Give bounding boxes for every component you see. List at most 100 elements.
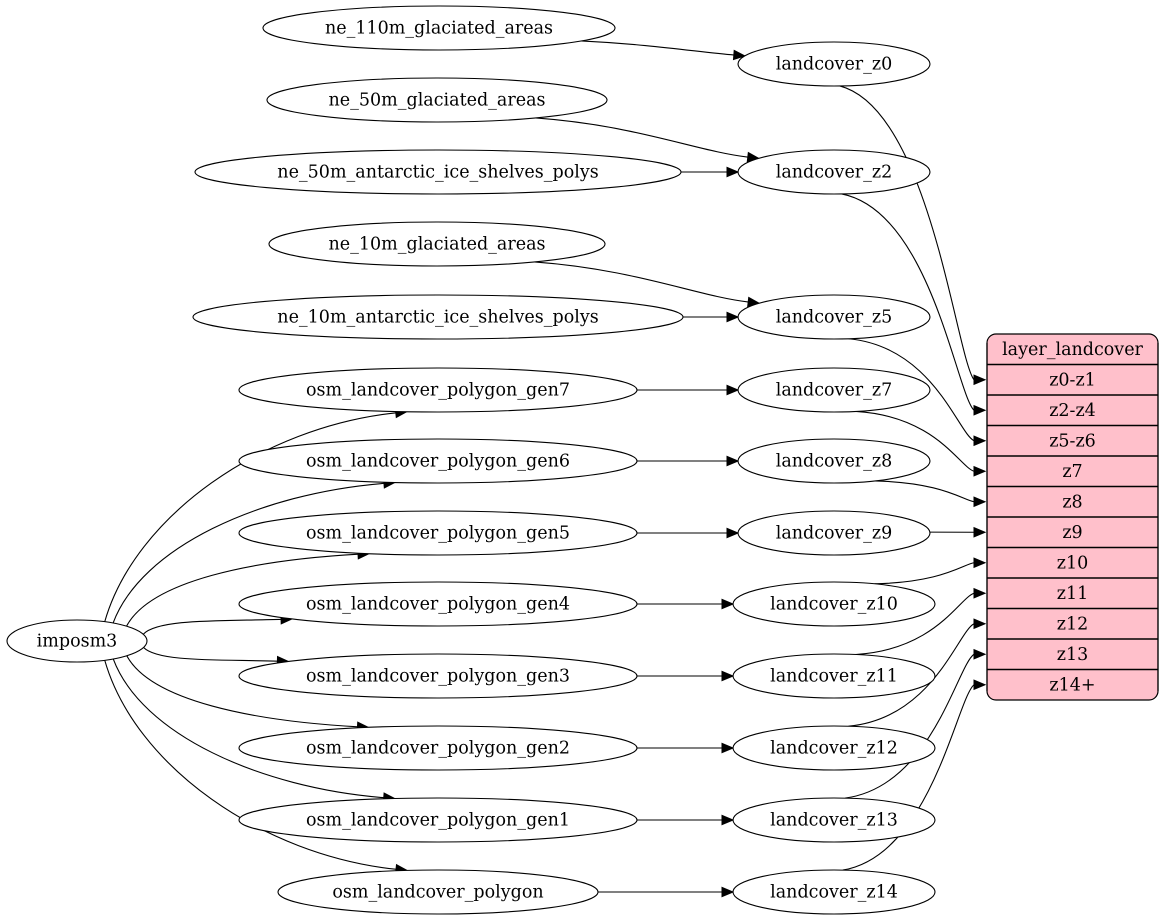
osm-source-node-osm_landcover_polygon_gen4[interactable]: osm_landcover_polygon_gen4 [238,581,638,627]
layer-table-row-z11[interactable]: z11 [1057,584,1089,604]
node-label: landcover_z10 [770,595,898,615]
node-shape [238,367,638,413]
layer-table-row-z12[interactable]: z12 [1057,614,1089,634]
edge-landcover_z2-to-z2-z4 [841,193,975,411]
layer-table-row-z9[interactable]: z9 [1062,523,1082,543]
edge-landcover_z14-to-z14+ [842,684,975,871]
node-shape [737,510,931,556]
edge-arrowhead [973,557,987,569]
landcover-node-landcover_z14[interactable]: landcover_z14 [732,869,936,915]
node-label: landcover_z12 [770,739,898,759]
natural-earth-node-ne_50m_antarctic_ice_shelves_polys[interactable]: ne_50m_antarctic_ice_shelves_polys [194,149,682,195]
layer-table-row-z5-z6[interactable]: z5-z6 [1049,431,1096,451]
osm-source-node-osm_landcover_polygon[interactable]: osm_landcover_polygon [277,869,599,915]
landcover-node-landcover_z5[interactable]: landcover_z5 [737,294,931,340]
osm-source-node-osm_landcover_polygon_gen3[interactable]: osm_landcover_polygon_gen3 [238,653,638,699]
edge-imposm3-to-osm_landcover_polygon_gen3 [143,647,278,662]
node-shape [732,797,936,843]
edge-arrowhead [721,814,735,826]
osm-source-node-osm_landcover_polygon_gen1[interactable]: osm_landcover_polygon_gen1 [238,797,638,843]
node-label: landcover_z11 [770,667,898,687]
edge-ne_110m_glaciated_areas-to-landcover_z0 [581,40,735,56]
edge-imposm3-to-osm_landcover_polygon [104,660,397,870]
layer-table-row-z8[interactable]: z8 [1062,492,1082,512]
edge-arrowhead [721,670,735,682]
node-shape [238,581,638,627]
node-label: osm_landcover_polygon_gen3 [306,667,570,687]
natural-earth-node-ne_110m_glaciated_areas[interactable]: ne_110m_glaciated_areas [262,5,616,51]
node-shape [266,77,608,123]
edge-arrowhead [726,527,740,539]
landcover-node-landcover_z13[interactable]: landcover_z13 [732,797,936,843]
node-label: landcover_z2 [776,163,893,183]
node-label: osm_landcover_polygon_gen5 [306,524,570,544]
layer-table-row-z2-z4[interactable]: z2-z4 [1049,401,1096,421]
layer-table-header: layer_landcover [1002,340,1143,360]
layer-table-row-z13[interactable]: z13 [1057,645,1089,665]
node-shape [732,725,936,771]
edge-arrowhead [973,679,987,691]
landcover-node-landcover_z8[interactable]: landcover_z8 [737,438,931,484]
node-label: ne_10m_glaciated_areas [329,235,546,255]
landcover-node-landcover_z10[interactable]: landcover_z10 [732,581,936,627]
edge-landcover_z12-to-z12 [848,623,975,727]
osm-source-node-osm_landcover_polygon_gen2[interactable]: osm_landcover_polygon_gen2 [238,725,638,771]
edge-imposm3-to-osm_landcover_polygon_gen2 [126,655,359,728]
node-label: landcover_z8 [776,452,893,472]
node-shape [737,367,931,413]
landcover-node-landcover_z7[interactable]: landcover_z7 [737,367,931,413]
edge-landcover_z0-to-z0-z1 [839,85,975,381]
node-shape [732,653,936,699]
osm-source-node-osm_landcover_polygon_gen6[interactable]: osm_landcover_polygon_gen6 [238,438,638,484]
node-label: osm_landcover_polygon_gen7 [306,381,570,401]
landcover-node-landcover_z2[interactable]: landcover_z2 [737,149,931,195]
landcover-node-landcover_z0[interactable]: landcover_z0 [737,41,931,87]
node-label: landcover_z5 [776,308,893,328]
source-node-imposm3[interactable]: imposm3 [6,619,148,663]
node-shape [238,438,638,484]
node-shape [732,869,936,915]
layer-table-row-z10[interactable]: z10 [1057,553,1089,573]
natural-earth-node-ne_50m_glaciated_areas[interactable]: ne_50m_glaciated_areas [266,77,608,123]
node-shape [192,294,684,340]
node-shape [737,41,931,87]
edge-landcover_z8-to-z8 [874,480,975,503]
edge-arrowhead [726,311,740,323]
node-label: osm_landcover_polygon_gen1 [306,811,570,831]
edge-arrowhead [721,598,735,610]
node-label: landcover_z9 [776,524,893,544]
edge-imposm3-to-osm_landcover_polygon_gen5 [126,553,359,627]
edge-landcover_z7-to-z7 [855,410,975,472]
layer-table-row-z7[interactable]: z7 [1062,462,1082,482]
edge-landcover_z10-to-z10 [874,562,975,585]
edge-imposm3-to-osm_landcover_polygon_gen7 [104,412,397,622]
osm-source-node-osm_landcover_polygon_gen5[interactable]: osm_landcover_polygon_gen5 [238,510,638,556]
node-label: landcover_z7 [776,381,893,401]
landcover-node-landcover_z9[interactable]: landcover_z9 [737,510,931,556]
edge-imposm3-to-osm_landcover_polygon_gen1 [112,658,385,799]
landcover-node-landcover_z12[interactable]: landcover_z12 [732,725,936,771]
osm-source-node-osm_landcover_polygon_gen7[interactable]: osm_landcover_polygon_gen7 [238,367,638,413]
node-shape [737,438,931,484]
edge-landcover_z11-to-z11 [855,592,975,656]
node-shape [732,581,936,627]
natural-earth-node-ne_10m_glaciated_areas[interactable]: ne_10m_glaciated_areas [268,221,606,267]
node-shape [737,294,931,340]
layer-table-row-z14+[interactable]: z14+ [1049,675,1095,695]
node-shape [238,653,638,699]
node-label: ne_50m_antarctic_ice_shelves_polys [277,163,598,183]
natural-earth-node-ne_10m_antarctic_ice_shelves_polys[interactable]: ne_10m_antarctic_ice_shelves_polys [192,294,684,340]
layer-table-row-z0-z1[interactable]: z0-z1 [1049,370,1096,390]
node-shape [737,149,931,195]
edge-arrowhead [973,587,987,599]
node-label: imposm3 [37,632,118,652]
edge-ne_10m_glaciated_areas-to-landcover_z5 [534,261,749,303]
node-shape [277,869,599,915]
edge-landcover_z5-to-z5-z6 [848,338,975,442]
edge-arrowhead [973,404,987,416]
layer-landcover-table: layer_landcover z0-z1 z2-z4 z5-z6 z7 z8 z9 z10 z… [986,333,1159,701]
node-label: osm_landcover_polygon_gen4 [306,595,570,615]
landcover-node-landcover_z11[interactable]: landcover_z11 [732,653,936,699]
edge-arrowhead [973,496,987,508]
node-label: ne_110m_glaciated_areas [325,19,553,39]
